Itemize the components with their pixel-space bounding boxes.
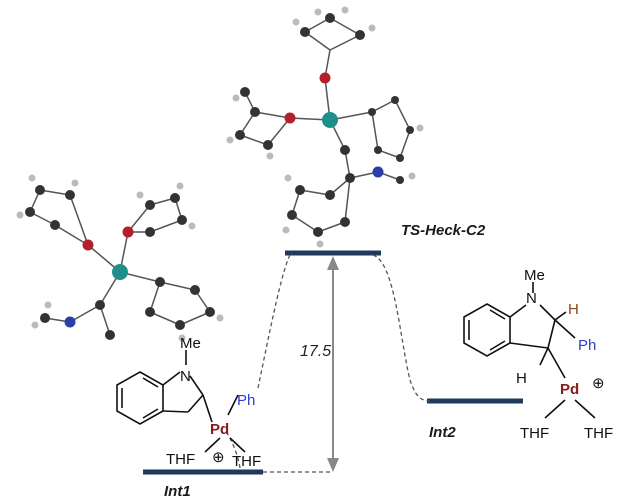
svg-text:H: H — [568, 301, 579, 318]
int2-structure: Me N H Ph H Pd ⊕ THF THF — [463, 267, 613, 442]
svg-text:Pd: Pd — [210, 421, 229, 438]
svg-text:⊕: ⊕ — [592, 375, 605, 392]
int1-3d-model — [16, 174, 224, 342]
int1-label: Int1 — [164, 483, 191, 500]
int2-label: Int2 — [429, 424, 456, 441]
connector-int1-ts — [257, 254, 291, 389]
svg-text:THF: THF — [520, 425, 549, 442]
ts-label: TS-Heck-C2 — [401, 222, 486, 239]
svg-text:THF: THF — [166, 451, 195, 468]
svg-text:Pd: Pd — [560, 381, 579, 398]
ts-3d-model — [226, 6, 424, 248]
connector-int1-pd — [224, 429, 241, 469]
svg-text:Ph: Ph — [578, 337, 596, 354]
svg-text:H: H — [516, 370, 527, 387]
svg-text:N: N — [180, 368, 191, 385]
int1-structure: Me N Ph Pd THF THF ⊕ — [116, 335, 261, 470]
svg-text:THF: THF — [584, 425, 613, 442]
barrier-value: 17.5 — [300, 343, 331, 360]
svg-text:⊕: ⊕ — [212, 449, 225, 466]
connector-ts-int2 — [372, 254, 431, 402]
svg-text:Me: Me — [180, 335, 201, 352]
svg-text:Me: Me — [524, 267, 545, 284]
svg-text:THF: THF — [232, 453, 261, 470]
barrier-arrow — [327, 256, 339, 472]
svg-text:N: N — [526, 290, 537, 307]
svg-text:Ph: Ph — [237, 392, 255, 409]
